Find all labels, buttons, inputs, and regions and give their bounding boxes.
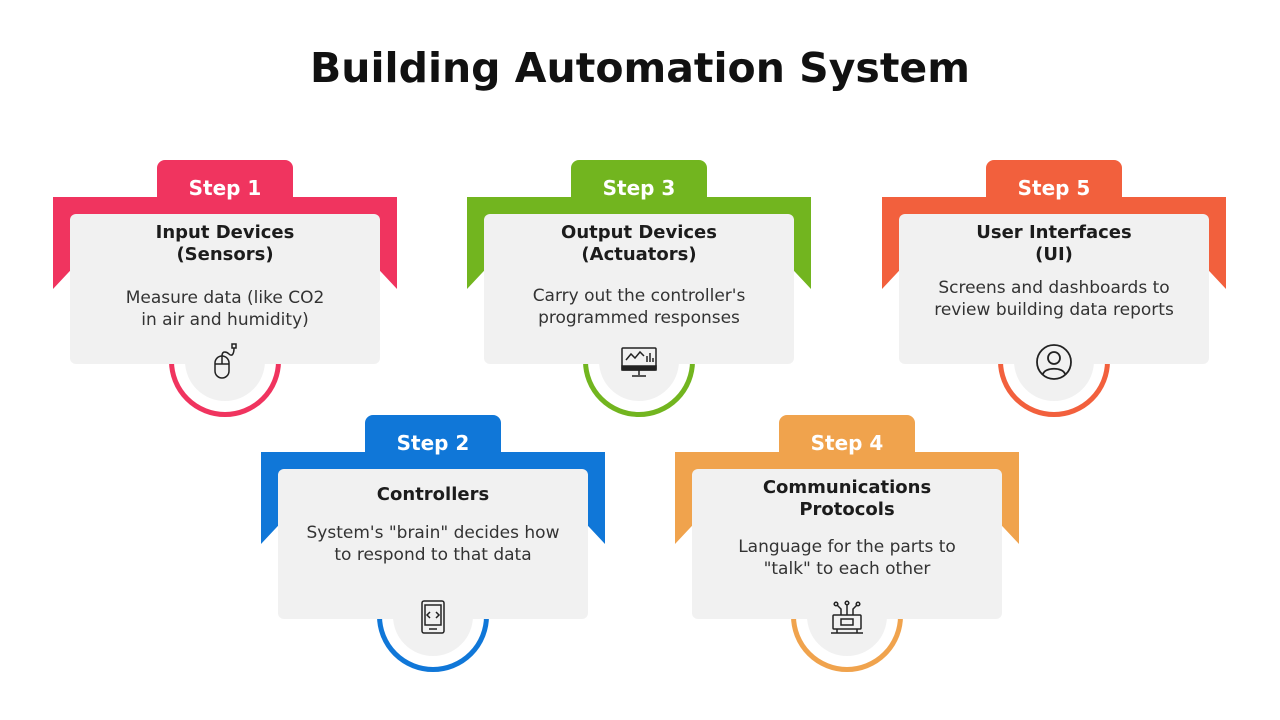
step-card-2: Step 2 Controllers System's "brain" deci…: [261, 415, 605, 685]
step-card-4: Step 4 Communications Protocols Language…: [675, 415, 1019, 685]
heading-line-1: Input Devices: [155, 222, 295, 243]
desc-line-2: to respond to that data: [334, 545, 532, 565]
heading-line-2: (Sensors): [176, 244, 274, 265]
step-heading: Output Devices (Actuators): [484, 222, 794, 266]
step-tab: Step 2: [365, 415, 501, 463]
heading-line-1: Controllers: [376, 484, 490, 505]
desc-line-2: programmed responses: [538, 308, 740, 328]
step-description: Screens and dashboards to review buildin…: [899, 277, 1209, 321]
step-tab: Step 1: [157, 160, 293, 208]
step-box: [484, 214, 794, 364]
step-box: [278, 469, 588, 619]
tablet-icon: [413, 597, 453, 637]
step-description: System's "brain" decides how to respond …: [278, 522, 588, 566]
heading-line-2: (UI): [1035, 244, 1073, 265]
user-icon: [1034, 342, 1074, 382]
heading-line-1: User Interfaces: [976, 222, 1132, 243]
step-heading: Communications Protocols: [692, 477, 1002, 521]
desc-line-1: Language for the parts to: [738, 537, 956, 557]
step-description: Language for the parts to "talk" to each…: [692, 536, 1002, 580]
step-card-5: Step 5 User Interfaces (UI) Screens and …: [882, 160, 1226, 430]
desc-line-1: System's "brain" decides how: [306, 523, 560, 543]
desc-line-2: "talk" to each other: [763, 559, 931, 579]
heading-line-1: Communications: [762, 477, 932, 498]
step-tab: Step 3: [571, 160, 707, 208]
desc-line-2: review building data reports: [934, 300, 1174, 320]
step-description: Measure data (like CO2 in air and humidi…: [70, 287, 380, 331]
heading-line-2: Protocols: [799, 499, 895, 520]
step-heading: User Interfaces (UI): [899, 222, 1209, 266]
mouse-icon: [205, 342, 245, 382]
step-box: [899, 214, 1209, 364]
step-description: Carry out the controller's programmed re…: [484, 285, 794, 329]
monitor-chart-icon: [619, 342, 659, 382]
step-box: [70, 214, 380, 364]
step-card-3: Step 3 Output Devices (Actuators) Carry …: [467, 160, 811, 430]
heading-line-2: (Actuators): [581, 244, 697, 265]
step-tab: Step 4: [779, 415, 915, 463]
page-title: Building Automation System: [310, 44, 970, 92]
step-box: [692, 469, 1002, 619]
step-heading: Controllers: [278, 484, 588, 506]
step-heading: Input Devices (Sensors): [70, 222, 380, 266]
desc-line-2: in air and humidity): [141, 310, 309, 330]
step-card-1: Step 1 Input Devices (Sensors) Measure d…: [53, 160, 397, 430]
desc-line-1: Screens and dashboards to: [938, 278, 1170, 298]
heading-line-1: Output Devices: [561, 222, 717, 243]
step-tab: Step 5: [986, 160, 1122, 208]
network-device-icon: [827, 597, 867, 637]
desc-line-1: Measure data (like CO2: [125, 288, 325, 308]
desc-line-1: Carry out the controller's: [532, 286, 746, 306]
